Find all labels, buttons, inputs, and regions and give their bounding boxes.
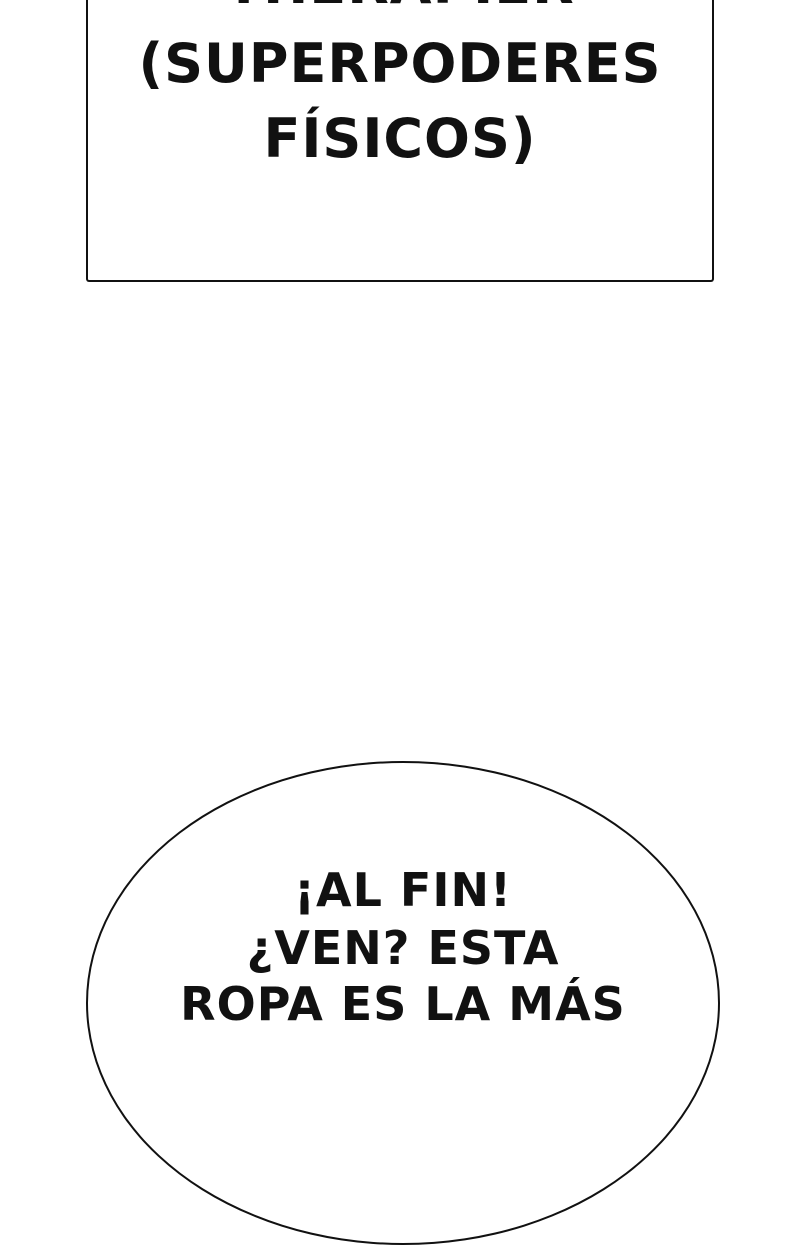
caption-line-2: (SUPERPODERES xyxy=(138,32,662,95)
speech-line-2: ¿VEN? ESTA xyxy=(246,921,560,975)
caption-line-1: THERAPIER xyxy=(88,0,712,12)
speech-line-3: ROPA ES LA MÁS xyxy=(180,977,626,1031)
narration-caption-box: THERAPIER (SUPERPODERES FÍSICOS) xyxy=(86,0,714,282)
speech-bubble: ¡AL FIN! ¿VEN? ESTA ROPA ES LA MÁS xyxy=(86,761,720,1245)
caption-line-3: FÍSICOS) xyxy=(263,107,537,170)
speech-line-1: ¡AL FIN! xyxy=(294,863,512,917)
